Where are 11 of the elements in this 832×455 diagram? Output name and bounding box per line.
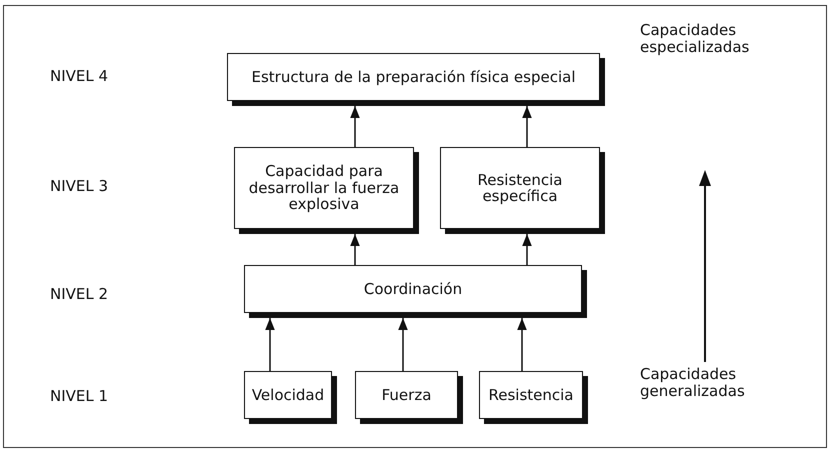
level-label: Capacidades especializadas bbox=[640, 22, 750, 56]
arrow bbox=[350, 234, 360, 265]
arrow bbox=[265, 318, 275, 371]
level-label: Capacidades generalizadas bbox=[640, 366, 746, 400]
arrow bbox=[522, 234, 532, 265]
level-label: NIVEL 1 bbox=[50, 388, 110, 406]
level-label: NIVEL 3 bbox=[50, 178, 110, 196]
level-label: NIVEL 4 bbox=[50, 68, 110, 86]
arrow bbox=[517, 318, 527, 371]
arrow bbox=[398, 318, 408, 371]
level-label: NIVEL 2 bbox=[50, 286, 110, 304]
